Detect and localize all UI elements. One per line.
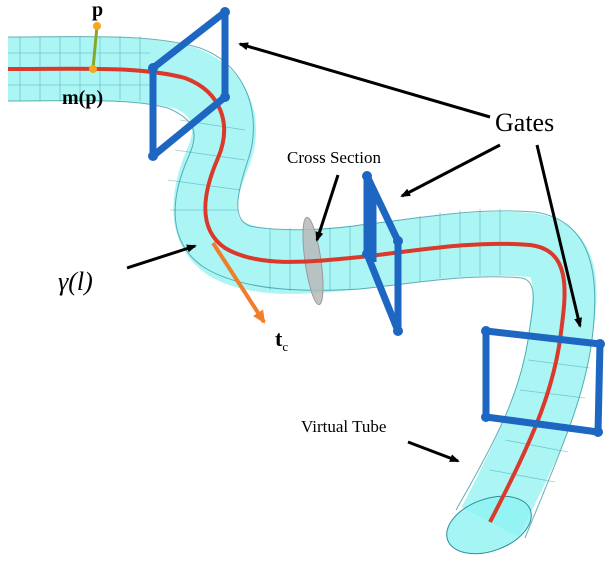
annotation-arrows	[126, 42, 583, 463]
point-p-marker	[93, 22, 101, 30]
tube-end-cap	[446, 495, 532, 555]
label-p: p	[92, 0, 103, 21]
distance-segment	[91, 25, 99, 70]
label-m-p: m(p)	[62, 87, 103, 109]
label-t-sub: c	[282, 339, 288, 354]
point-m-p-marker	[89, 65, 97, 73]
arrow-gamma	[126, 244, 197, 270]
gate-vertices	[148, 7, 605, 437]
label-gamma-l: γ(l)	[58, 267, 93, 296]
arrow-gates-3	[535, 144, 583, 328]
arrow-gates-2	[400, 143, 501, 198]
arrow-cross-section	[315, 174, 340, 242]
arrow-virtual-tube	[407, 440, 460, 463]
tangent-vector	[211, 241, 266, 324]
label-t-main: t	[275, 326, 283, 351]
label-virtual-tube: Virtual Tube	[301, 417, 386, 436]
arrow-gates-1	[238, 42, 491, 119]
label-t: tc	[275, 326, 288, 354]
tube-edge-inner	[7, 100, 534, 511]
label-cross-section: Cross Section	[287, 148, 381, 167]
label-gates: Gates	[495, 108, 554, 137]
